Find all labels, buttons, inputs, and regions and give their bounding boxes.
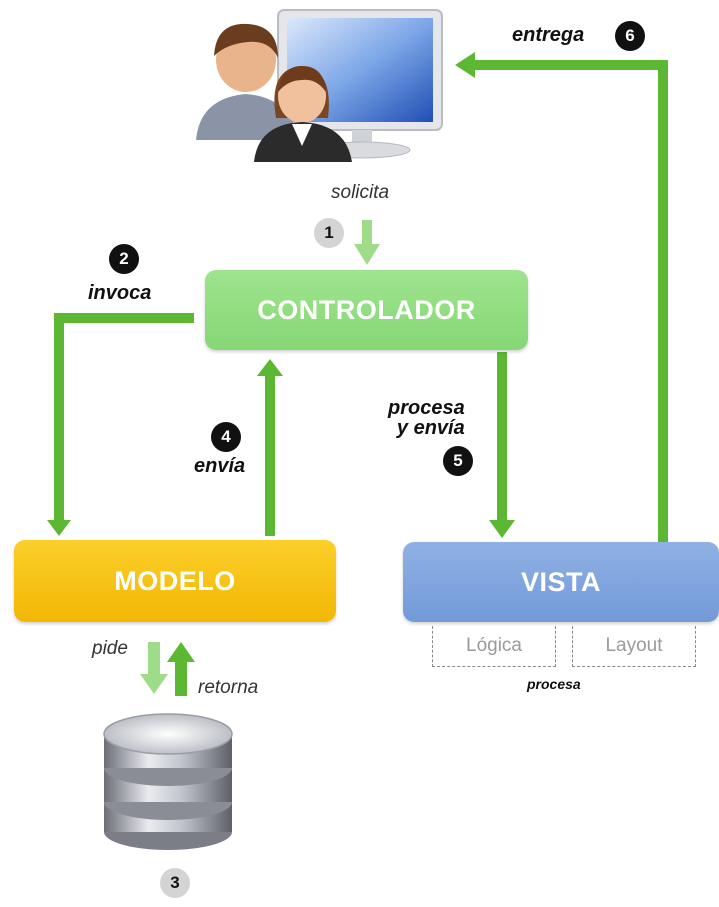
- label-pide: pide: [92, 638, 128, 659]
- step-5-badge: 5: [443, 446, 473, 476]
- label-solicita: solicita: [331, 182, 390, 203]
- step-1-badge: 1: [314, 218, 344, 248]
- database-icon: [103, 713, 233, 850]
- users-computer-icon: [196, 9, 443, 162]
- label-retorna: retorna: [198, 677, 259, 698]
- step-6-badge: 6: [615, 21, 645, 51]
- arrow-envia: [257, 359, 283, 536]
- arrow-pide: [140, 642, 168, 694]
- step-4-badge: 4: [211, 422, 241, 452]
- arrow-solicita: [354, 220, 380, 265]
- arrow-entrega: [455, 52, 668, 542]
- step-2-badge: 2: [109, 244, 139, 274]
- label-procesa-line2: y envía: [396, 417, 465, 439]
- label-procesa-line1: procesa: [388, 397, 465, 419]
- controlador-box: CONTROLADOR: [205, 270, 528, 350]
- label-procesa-envia: procesa y envía: [388, 398, 465, 438]
- step-3-badge: 3: [160, 868, 190, 898]
- layout-sub-box: Layout: [572, 626, 696, 667]
- arrow-invoca: [47, 313, 194, 536]
- logica-sub-box: Lógica: [432, 626, 556, 667]
- arrow-retorna: [167, 642, 195, 696]
- modelo-box: MODELO: [14, 540, 336, 622]
- vista-box: VISTA: [403, 542, 719, 622]
- arrow-procesa-envia: [489, 352, 515, 538]
- label-envia: envía: [194, 455, 246, 477]
- label-procesa-vista: procesa: [527, 676, 581, 692]
- label-entrega: entrega: [512, 24, 585, 46]
- label-invoca: invoca: [88, 282, 152, 304]
